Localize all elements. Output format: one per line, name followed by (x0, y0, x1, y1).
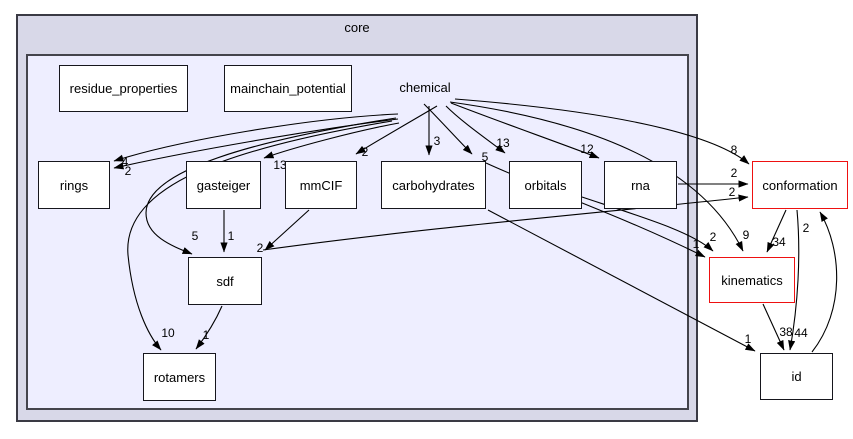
edge-conformation-id (788, 209, 800, 351)
edge-label-chemical-mmCIF: 2 (362, 145, 369, 159)
edge-kinematics-id (762, 303, 785, 351)
edge-label-sdf-conformation: 2 (729, 185, 736, 199)
cluster-core-label: core (344, 20, 370, 35)
edge-label-kinematics-id: 38 (779, 325, 793, 339)
edge-chemical-sdf (145, 117, 397, 255)
edge-label-rna-conformation: 2 (731, 166, 738, 180)
node-gasteiger[interactable]: gasteiger (186, 161, 261, 209)
edge-label-mmCIF-sdf: 2 (257, 241, 264, 255)
edge-id-conformation (811, 211, 838, 353)
edge-sdf-rotamers (195, 305, 223, 350)
edge-label-sdf-rotamers: 1 (203, 328, 210, 342)
edge-chemical-gasteiger (263, 122, 400, 159)
node-residue_properties[interactable]: residue_properties (59, 65, 188, 112)
node-mainchain_potential[interactable]: mainchain_potential (224, 65, 352, 112)
edge-label-chemical-conformation: 8 (731, 143, 738, 157)
edge-label-chemical-kinematics: 9 (743, 228, 750, 242)
edge-label-id-conformation: 2 (803, 221, 810, 235)
edge-sdf-conformation (262, 194, 749, 251)
edge-label-gasteiger-sdf: 1 (228, 229, 235, 243)
edge-chemical-rotamers (127, 120, 393, 351)
edge-chemical-rings (113, 113, 399, 162)
edge-label-conformation-kinematics: 34 (772, 235, 786, 249)
node-carbohydrates[interactable]: carbohydrates (381, 161, 486, 209)
edge-label-carbohydrates-kinematics: 1 (693, 237, 700, 251)
node-orbitals[interactable]: orbitals (509, 161, 582, 209)
cluster-chemical (26, 54, 689, 410)
edge-carbohydrates-kinematics (485, 162, 706, 258)
edge-label-chemical-sdf: 5 (192, 229, 199, 243)
edge-conformation-kinematics (766, 209, 787, 253)
node-sdf[interactable]: sdf (188, 257, 262, 305)
edge-label-carbohydrates-id: 1 (745, 332, 752, 346)
edge-label-chemical-carbohydrates2: 5 (482, 150, 489, 164)
edge-label-conformation-id: 44 (794, 326, 808, 340)
edge-chemical-rna (450, 102, 600, 159)
node-mmCIF[interactable]: mmCIF (285, 161, 357, 209)
node-kinematics[interactable]: kinematics (709, 257, 795, 303)
cluster-chemical-label: chemical (399, 80, 451, 95)
edge-orbitals-kinematics (581, 196, 714, 252)
node-conformation[interactable]: conformation (752, 161, 848, 209)
edge-label-chemical-rings: 4 (122, 155, 129, 169)
node-rings[interactable]: rings (38, 161, 110, 209)
edge-label-orbitals-kinematics: 2 (710, 230, 717, 244)
edge-label-chemical-rotamers: 10 (161, 326, 175, 340)
edge-label-chemical-orbitals: 13 (496, 136, 510, 150)
edge-mmCIF-sdf (264, 209, 310, 251)
edge-chemical-conformation (454, 98, 750, 165)
edge-chemical-kinematics (449, 101, 744, 252)
edge-chemical-orbitals (445, 105, 506, 154)
edge-label-chemical-carbohydrates: 3 (434, 134, 441, 148)
node-rotamers[interactable]: rotamers (143, 353, 216, 401)
edge-carbohydrates-id (487, 209, 756, 352)
node-id[interactable]: id (760, 353, 833, 400)
edge-label-chemical-rings2: 2 (125, 164, 132, 178)
edge-chemical-carbohydrates2 (423, 103, 473, 155)
edge-label-chemical-rna: 12 (580, 142, 594, 156)
edge-label-chemical-gasteiger: 13 (273, 158, 287, 172)
node-rna[interactable]: rna (604, 161, 677, 209)
